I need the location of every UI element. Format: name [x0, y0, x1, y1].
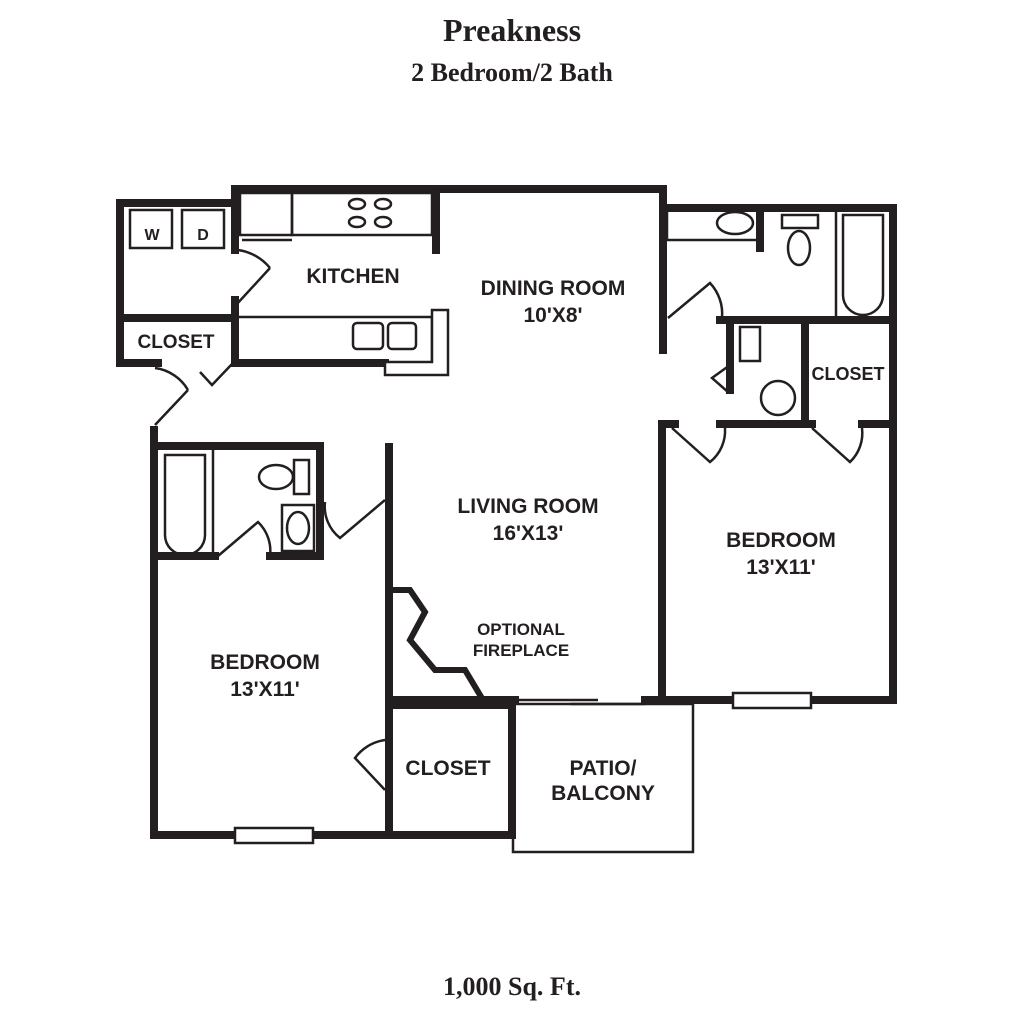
room-labels: W D KITCHEN CLOSET DINING ROOM 10'X8' LI… [137, 227, 884, 805]
right-bedroom-label: BEDROOM [726, 529, 836, 552]
dining-room-size: 10'X8' [523, 304, 582, 327]
dryer-label: D [197, 227, 209, 244]
walls [116, 185, 897, 839]
door-swing[interactable] [217, 520, 272, 557]
doors [154, 248, 864, 791]
door-swing[interactable] [235, 248, 271, 306]
stove-icon [347, 197, 393, 229]
sink-icon [351, 321, 418, 351]
patio-outline [511, 702, 695, 854]
sink-icon [285, 510, 311, 546]
fireplace-label-2: FIREPLACE [473, 641, 569, 660]
washer-label: W [144, 227, 160, 244]
toilet-tank [780, 213, 820, 230]
laundry-closet-label: CLOSET [137, 332, 214, 353]
sink-icon [738, 325, 762, 363]
refrigerator-icon [238, 191, 294, 237]
bathtub-icon [163, 453, 207, 557]
kitchen-label: KITCHEN [306, 265, 399, 288]
door-swing[interactable] [323, 499, 386, 540]
door-swing[interactable] [811, 427, 864, 464]
toilet-icon [257, 463, 295, 491]
washer-icon [128, 208, 174, 250]
left-closet-label: CLOSET [405, 757, 490, 780]
door-swing[interactable] [667, 281, 724, 319]
patio-label-2: BALCONY [551, 782, 655, 805]
left-bedroom-label: BEDROOM [210, 651, 320, 674]
fireplace-icon [392, 587, 485, 700]
toilet-icon [786, 229, 812, 267]
counter-top [290, 191, 434, 237]
patio-label: PATIO/ [570, 757, 637, 780]
fireplace-label: OPTIONAL [477, 620, 565, 639]
dryer-icon [180, 208, 226, 250]
living-room-label: LIVING ROOM [457, 495, 598, 518]
door-swing[interactable] [709, 363, 731, 393]
bathtub-icon [841, 213, 885, 317]
left-bedroom-size: 13'X11' [230, 678, 300, 701]
toilet-icon [759, 379, 797, 417]
window [731, 691, 813, 710]
fixtures [128, 191, 885, 854]
square-footage: 1,000 Sq. Ft. [443, 972, 581, 1001]
plan-title: Preakness [442, 12, 582, 48]
right-closet-label: CLOSET [811, 364, 884, 384]
sink-icon [715, 210, 755, 236]
window [233, 826, 315, 845]
right-bedroom-size: 13'X11' [746, 556, 816, 579]
sink-cabinet [280, 503, 316, 553]
plan-subtitle: 2 Bedroom/2 Bath [411, 58, 613, 87]
door-swing[interactable] [154, 366, 190, 426]
door-swing[interactable] [353, 738, 386, 791]
door-swing[interactable] [199, 363, 233, 387]
dining-room-label: DINING ROOM [481, 277, 626, 300]
living-room-size: 16'X13' [493, 522, 564, 545]
toilet-tank [292, 458, 311, 496]
door-swing[interactable] [671, 427, 727, 464]
